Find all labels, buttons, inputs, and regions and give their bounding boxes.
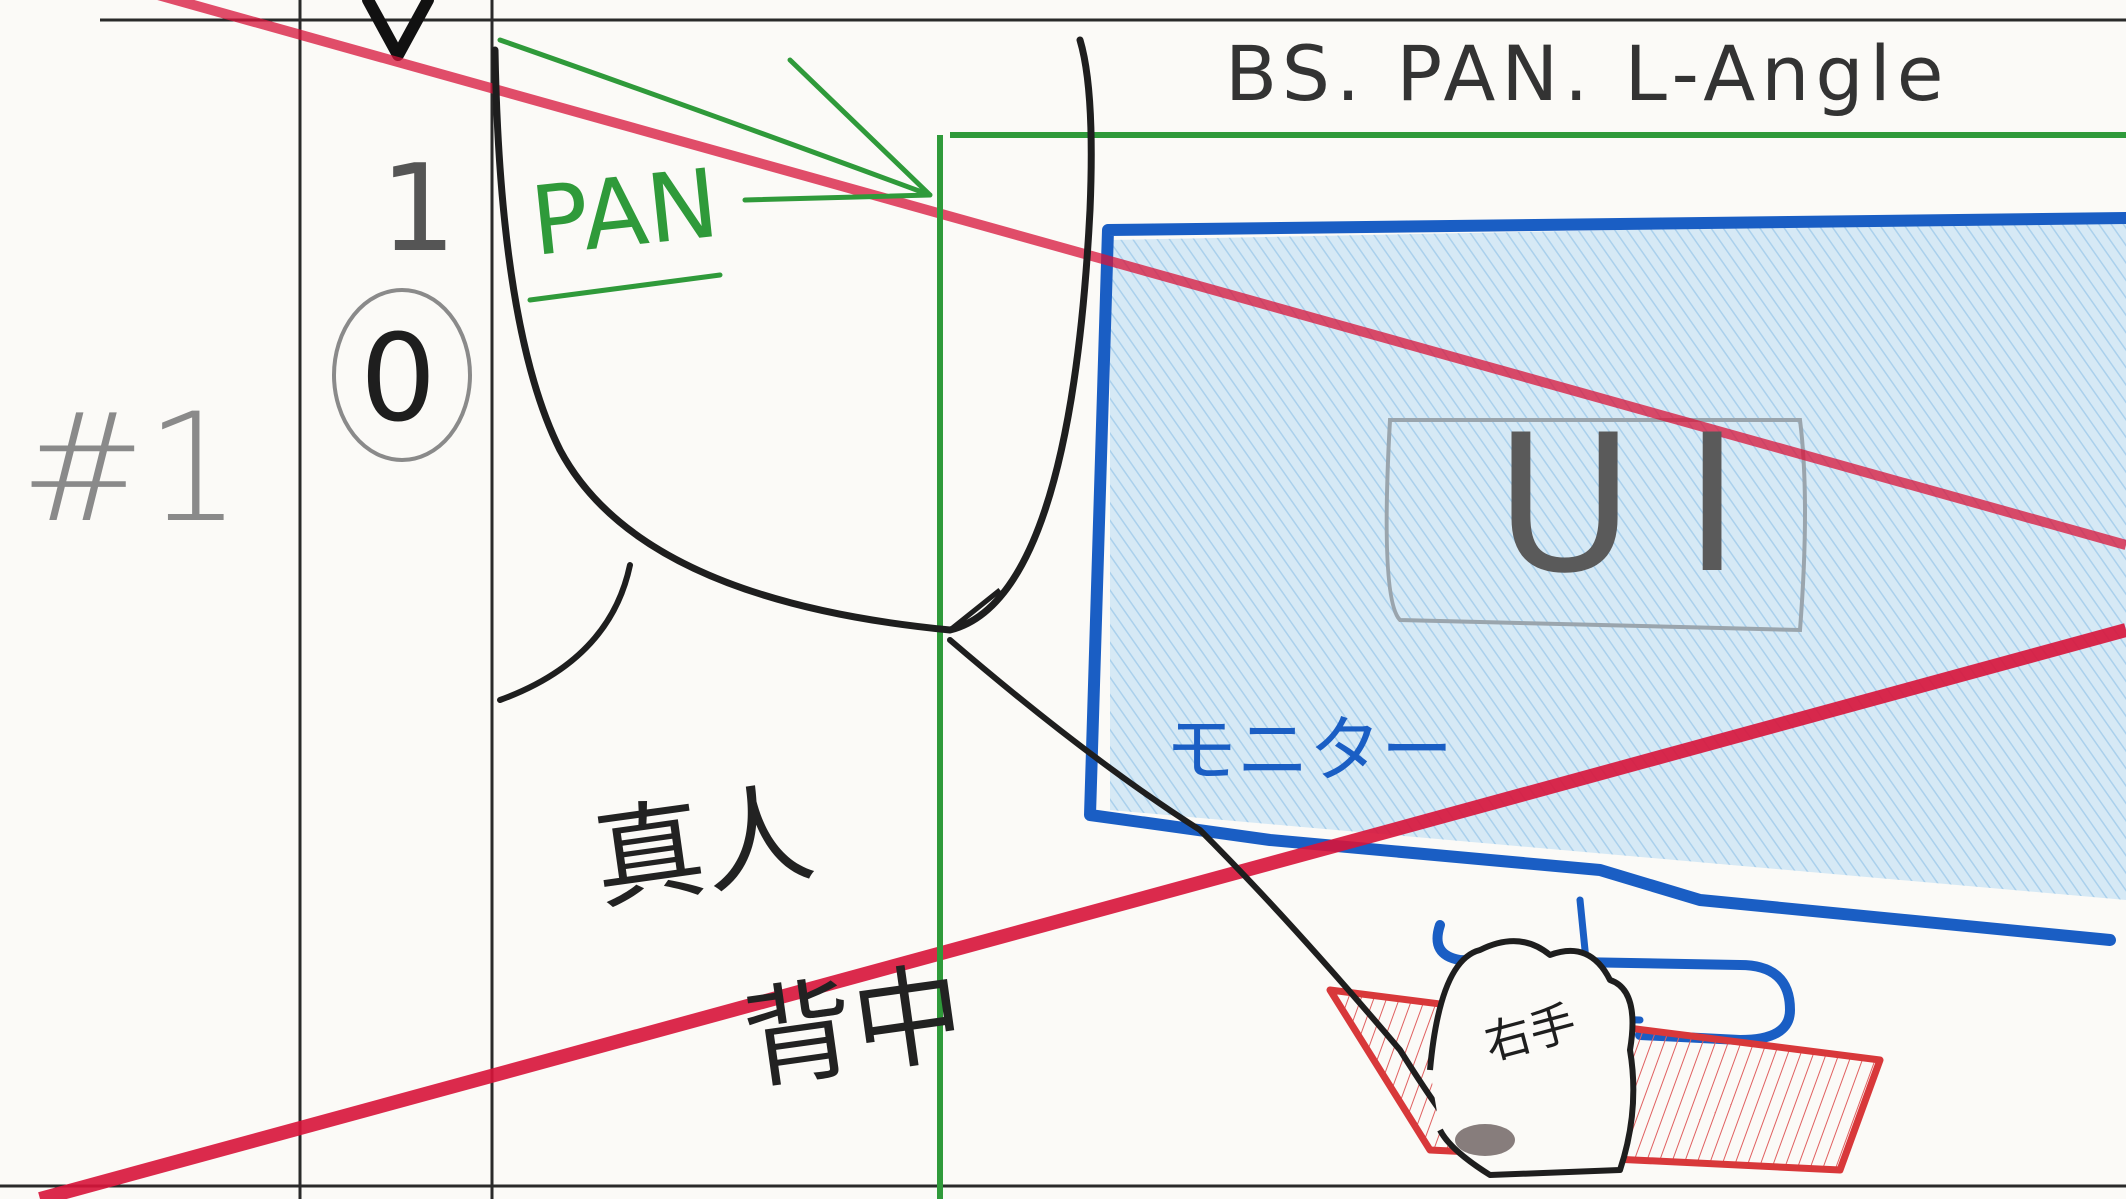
- duration-digit-circled: 0: [360, 310, 436, 449]
- down-arrow-icon: [362, 0, 434, 61]
- cut-number-label: #1: [20, 382, 241, 556]
- monitor-frame: [1084, 212, 2126, 946]
- back-label-bottom: 背中: [736, 948, 972, 1105]
- character-neck: [948, 588, 1002, 632]
- camera-frame: [937, 132, 2126, 1199]
- character-head: [491, 36, 1095, 634]
- monitor-stand: [1432, 920, 1796, 1046]
- frame-line-lower: [38, 623, 2126, 1199]
- pan-label: PAN: [526, 149, 724, 278]
- character-arm: [947, 637, 1483, 1163]
- duration-digit-top: 1: [380, 140, 456, 279]
- monitor-label: モニター: [1165, 708, 1453, 792]
- monitor-screen: [1110, 220, 2126, 900]
- character-ear: [497, 562, 633, 703]
- pan-underline: [527, 272, 723, 303]
- mouse-shadow: [1455, 1124, 1515, 1156]
- right-hand: [1427, 938, 1637, 1178]
- pan-arrow-icon: [497, 37, 933, 203]
- screen-ui-box: [1384, 418, 1807, 633]
- frame-line-upper: [157, 0, 2126, 550]
- circled-digit-ring: [332, 288, 472, 462]
- camera-note-label: BS. PAN. L-Angle: [1225, 29, 1950, 118]
- back-label-top: 真人: [586, 768, 822, 925]
- screen-ui-text: UI: [1495, 394, 1790, 615]
